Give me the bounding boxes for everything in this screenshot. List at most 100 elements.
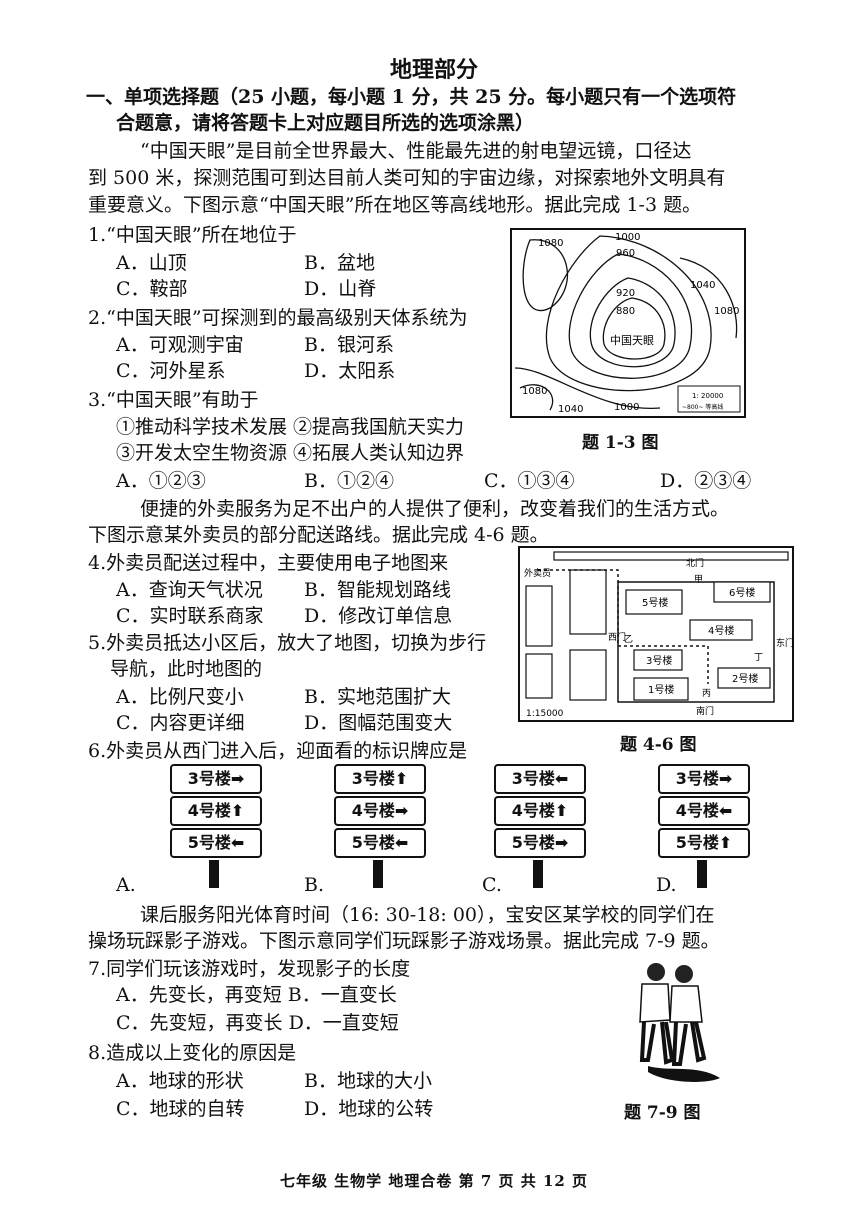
- intro1-line1: “中国天眼”是目前全世界最大、性能最先进的射电望远镜，口径达: [140, 140, 692, 162]
- point-ding: 丁: [754, 653, 763, 663]
- q8-option-c: C．地球的自转: [116, 1098, 245, 1120]
- delivery-map-figure: 5号楼 6号楼 4号楼 3号楼 1号楼 2号楼 外卖员 北门 甲 西门 乙 东门…: [518, 546, 794, 722]
- q6-option-a: A.: [116, 874, 136, 896]
- sign-row: 4号楼⬆: [170, 796, 262, 826]
- contour-line: [679, 257, 738, 339]
- q1-option-c: C．鞍部: [116, 278, 188, 300]
- east-gate-label: 东门: [776, 637, 794, 649]
- sign-row: 5号楼⬆: [658, 828, 750, 858]
- map-scale: 1: 20000: [692, 392, 723, 400]
- contour-line: [522, 239, 569, 312]
- contour-label: 920: [616, 288, 635, 299]
- sign-row: 5号楼⬅: [170, 828, 262, 858]
- sign-post: [533, 860, 543, 888]
- q5-option-b: B．实地范围扩大: [304, 686, 451, 708]
- sign-row: 3号楼➡: [658, 764, 750, 794]
- point-yi: 乙: [624, 634, 633, 645]
- q3-statements-2: ③开发太空生物资源 ④拓展人类认知边界: [116, 442, 465, 464]
- student-head: [675, 965, 693, 983]
- q8-option-a: A．地球的形状: [116, 1070, 244, 1092]
- contour-label: 880: [616, 306, 635, 317]
- west-gate-label: 西门: [608, 631, 626, 643]
- q4-option-a: A．查询天气状况: [116, 579, 263, 601]
- sign-post: [373, 860, 383, 888]
- building-4: [689, 619, 753, 641]
- q7-stem: 7.同学们玩该游戏时，发现影子的长度: [88, 958, 411, 980]
- figure-2-caption: 题 4-6 图: [620, 735, 697, 755]
- contour-line: [514, 367, 661, 409]
- contour-line: [545, 235, 712, 392]
- contour-label: 960: [616, 248, 635, 259]
- signboard-option-c: 3号楼⬅ 4号楼⬆ 5号楼➡: [494, 764, 586, 888]
- contour-label: 1000: [614, 402, 639, 413]
- section-heading-line2: 合题意，请将答题卡上对应题目所选的选项涂黑）: [116, 112, 535, 134]
- block: [569, 649, 607, 701]
- q4-option-b: B．智能规划路线: [304, 579, 451, 601]
- sign-post: [209, 860, 219, 888]
- building-1-label: 1号楼: [648, 683, 674, 696]
- student-head: [647, 963, 665, 981]
- building-3: [633, 649, 683, 671]
- page-footer: 七年级 生物学 地理合卷 第 7 页 共 12 页: [279, 1172, 589, 1190]
- block: [569, 569, 607, 635]
- q6-option-b: B.: [304, 874, 325, 896]
- q1-option-d: D．山脊: [304, 278, 377, 300]
- page-title: 地理部分: [389, 57, 478, 83]
- q1-option-b: B．盆地: [304, 252, 375, 274]
- map-legend-box: [677, 385, 741, 413]
- contour-line: [602, 297, 666, 360]
- q8-option-b: B．地球的大小: [304, 1070, 432, 1092]
- building-2: [717, 667, 771, 689]
- sign-row: 4号楼⬆: [494, 796, 586, 826]
- q1-option-a: A．山顶: [116, 252, 187, 274]
- sign-post: [697, 860, 707, 888]
- shadow-game-figure: [639, 963, 720, 1082]
- contour-label: 1040: [558, 404, 583, 415]
- signboard-option-d: 3号楼➡ 4号楼⬅ 5号楼⬆: [658, 764, 750, 888]
- block: [525, 585, 553, 647]
- contour-label: 1080: [714, 306, 739, 317]
- q5-stem-line1: 5.外卖员抵达小区后，放大了地图，切换为步行: [88, 632, 487, 654]
- contour-line: [519, 384, 554, 411]
- q5-option-a: A．比例尺变小: [116, 686, 244, 708]
- delivery-route: [538, 569, 709, 684]
- q2-option-d: D．太阳系: [304, 360, 396, 382]
- q8-stem: 8.造成以上变化的原因是: [88, 1042, 297, 1064]
- sign-row: 3号楼⬆: [334, 764, 426, 794]
- q3-stem: 3.“中国天眼”有助于: [88, 389, 259, 411]
- section-heading-line1: 一、单项选择题（25 小题，每小题 1 分，共 25 分。每小题只有一个选项符: [86, 86, 737, 108]
- q3-option-a: A．①②③: [116, 470, 206, 492]
- contour-label: 1000: [615, 232, 640, 243]
- sign-row: 4号楼⬅: [658, 796, 750, 826]
- q7-options-ab: A．先变长，再变短 B．一直变长: [116, 984, 397, 1006]
- q3-option-b: B．①②④: [304, 470, 394, 492]
- q4-stem: 4.外卖员配送过程中，主要使用电子地图来: [88, 552, 449, 574]
- sign-row: 3号楼⬅: [494, 764, 586, 794]
- q4-option-c: C．实时联系商家: [116, 605, 264, 627]
- road-north: [553, 551, 789, 561]
- q1-stem: 1.“中国天眼”所在地位于: [88, 224, 297, 246]
- q5-option-c: C．内容更详细: [116, 712, 245, 734]
- tianyan-label: 中国天眼: [610, 334, 654, 347]
- building-6-label: 6号楼: [729, 586, 755, 599]
- q6-option-d: D.: [656, 874, 677, 896]
- figure-1-caption: 题 1-3 图: [582, 433, 659, 453]
- q3-statements-1: ①推动科学技术发展 ②提高我国航天实力: [116, 416, 465, 438]
- q2-stem: 2.“中国天眼”可探测到的最高级别天体系统为: [88, 307, 468, 329]
- point-bing: 丙: [702, 688, 711, 699]
- q6-stem: 6.外卖员从西门进入后，迎面看的标识牌应是: [88, 740, 468, 762]
- intro1-line2: 到 500 米，探测范围可到达目前人类可知的宇宙边缘，对探索地外文明具有: [88, 167, 726, 189]
- student-legs: [671, 1021, 707, 1066]
- block: [525, 653, 553, 699]
- q2-option-b: B．银河系: [304, 334, 394, 356]
- contour-label: 1040: [690, 280, 715, 291]
- sign-row: 4号楼➡: [334, 796, 426, 826]
- intro3-line2: 操场玩踩影子游戏。下图示意同学们玩踩影子游戏场景。据此完成 7-9 题。: [88, 930, 720, 952]
- building-5-label: 5号楼: [642, 596, 668, 609]
- q3-option-d: D．②③④: [660, 470, 752, 492]
- q3-option-c: C．①③④: [484, 470, 575, 492]
- q2-option-c: C．河外星系: [116, 360, 226, 382]
- q7-options-cd: C．先变短，再变长 D．一直变短: [116, 1012, 399, 1034]
- contour-line: [568, 253, 693, 379]
- courier-label: 外卖员: [524, 567, 551, 579]
